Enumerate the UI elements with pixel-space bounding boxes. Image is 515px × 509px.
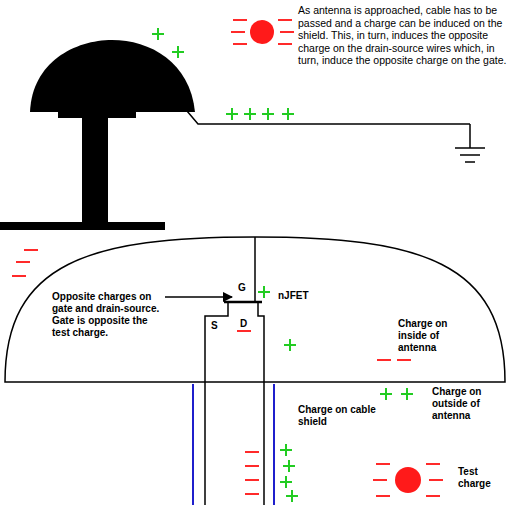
part-name: nJFET [278,290,328,302]
source-wire [205,302,228,505]
negative-charge [373,479,387,481]
gate-wire [254,237,256,302]
positive-charge [262,108,274,120]
positive-charge [380,388,392,400]
charge-note: Charge on cable shield [298,404,388,428]
positive-charge [226,108,238,120]
negative-charge [426,495,440,497]
negative-charge [278,43,292,45]
charge-signs [12,20,443,502]
positive-charge [258,286,270,298]
negative-charge [280,31,294,33]
positive-charge [282,108,294,120]
charge-note: Charge on outside of antenna [432,386,510,422]
positive-charge [172,46,184,58]
charge-note: Test charge [458,466,510,490]
antenna-dome [30,40,195,112]
negative-charge [231,31,245,33]
cable-shield [273,384,275,505]
negative-charge [429,479,443,481]
negative-charge [233,19,247,21]
negative-charge [245,479,259,481]
jfet-channel [224,301,262,304]
antenna-base [0,222,165,230]
negative-charge [24,249,38,251]
positive-charge [286,490,298,502]
cable-line [176,98,470,124]
antenna-stem [82,112,108,224]
negative-charge [376,463,390,465]
pin-name: S [211,320,223,332]
positive-charge [401,388,413,400]
positive-charge [283,460,295,472]
negative-charge [16,261,30,263]
negative-charge [426,463,440,465]
charge-note: Charge on inside of antenna [398,318,472,354]
negative-charge [377,359,391,361]
negative-charge [245,451,259,453]
positive-charge [280,476,292,488]
positive-charge [280,444,292,456]
negative-charge [233,43,247,45]
positive-charge [284,339,296,351]
explanation-note: As antenna is approached, cable has to b… [298,4,510,67]
pin-name: D [240,318,252,330]
callout-note: Opposite charges on gate and drain-sourc… [52,291,162,339]
negative-charge [376,495,390,497]
pointer-arrow [165,296,232,298]
ground-symbol [455,124,485,162]
drain-wire [258,302,264,505]
negative-charge [397,359,411,361]
pin-name: G [238,282,250,294]
test-charge [250,20,274,44]
negative-charge [12,275,26,277]
negative-charge [245,465,259,467]
cable-shield [192,384,194,505]
negative-charge [237,330,251,332]
positive-charge [152,28,164,40]
antenna-dome-section [5,237,505,382]
test-charge [395,467,421,493]
negative-charge [245,493,259,495]
positive-charge [244,108,256,120]
negative-charge [278,19,292,21]
